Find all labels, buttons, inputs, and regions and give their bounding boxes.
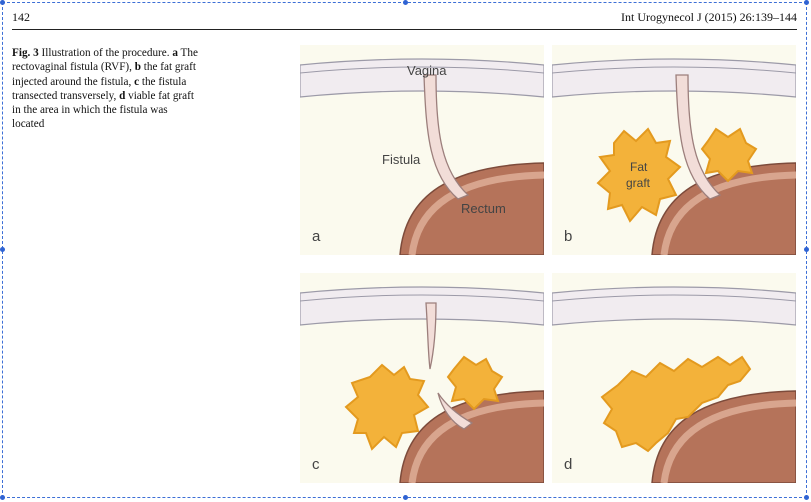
caption-letter-c: c bbox=[134, 75, 140, 88]
figure-caption: Fig. 3 Illustration of the procedure. a … bbox=[12, 46, 200, 132]
vagina-label: Vagina bbox=[407, 63, 447, 78]
resize-handle-bottom-left[interactable] bbox=[0, 495, 5, 500]
fat-graft-left bbox=[344, 363, 430, 451]
fat-graft-right bbox=[700, 127, 758, 183]
panel-d-letter: d bbox=[564, 456, 573, 473]
fat-graft-right bbox=[446, 355, 504, 411]
header-rule bbox=[12, 29, 797, 30]
caption-text-d: viable fat graft in the area in which th… bbox=[12, 89, 194, 131]
rectum-label: Rectum bbox=[461, 201, 506, 216]
journal-reference: Int Urogynecol J (2015) 26:139–144 bbox=[621, 10, 797, 24]
caption-intro: Illustration of the procedure. bbox=[41, 47, 170, 59]
panel-c: c bbox=[300, 273, 544, 483]
panel-a-letter: a bbox=[312, 228, 321, 245]
panel-a-illustration bbox=[300, 58, 544, 255]
panel-b-illustration bbox=[552, 58, 796, 255]
fat-graft-left bbox=[596, 127, 682, 223]
resize-handle-top-right[interactable] bbox=[804, 0, 809, 5]
resize-handle-top-left[interactable] bbox=[0, 0, 5, 5]
resize-handle-middle-right[interactable] bbox=[804, 247, 809, 252]
page-number: 142 bbox=[12, 10, 30, 24]
panel-b-letter: b bbox=[564, 228, 573, 245]
caption-figure-label: Fig. 3 bbox=[12, 47, 39, 59]
panel-a: Vagina Fistula Rectum a bbox=[300, 45, 544, 255]
panel-b: Fat graft b bbox=[552, 45, 796, 255]
fat-label: Fat bbox=[630, 160, 648, 174]
caption-text-a: The rectovaginal fistula (RVF), bbox=[12, 47, 198, 74]
panel-d: d bbox=[552, 273, 796, 483]
fistula-label: Fistula bbox=[382, 152, 421, 167]
caption-text-b: the fat graft injected around the fistul… bbox=[12, 61, 196, 88]
resize-handle-top-center[interactable] bbox=[403, 0, 408, 5]
viable-fat-graft bbox=[600, 355, 752, 453]
resize-handle-bottom-center[interactable] bbox=[403, 495, 408, 500]
caption-text-c: the fistula transected transversely, bbox=[12, 75, 187, 102]
caption-letter-b: b bbox=[134, 61, 141, 74]
resize-handle-bottom-right[interactable] bbox=[804, 495, 809, 500]
panel-c-illustration bbox=[300, 286, 544, 483]
resize-handle-middle-left[interactable] bbox=[0, 247, 5, 252]
graft-label: graft bbox=[626, 176, 651, 190]
caption-letter-a: a bbox=[172, 47, 178, 59]
caption-letter-d: d bbox=[119, 89, 126, 102]
panel-c-letter: c bbox=[312, 456, 320, 473]
panel-d-illustration bbox=[552, 286, 796, 483]
